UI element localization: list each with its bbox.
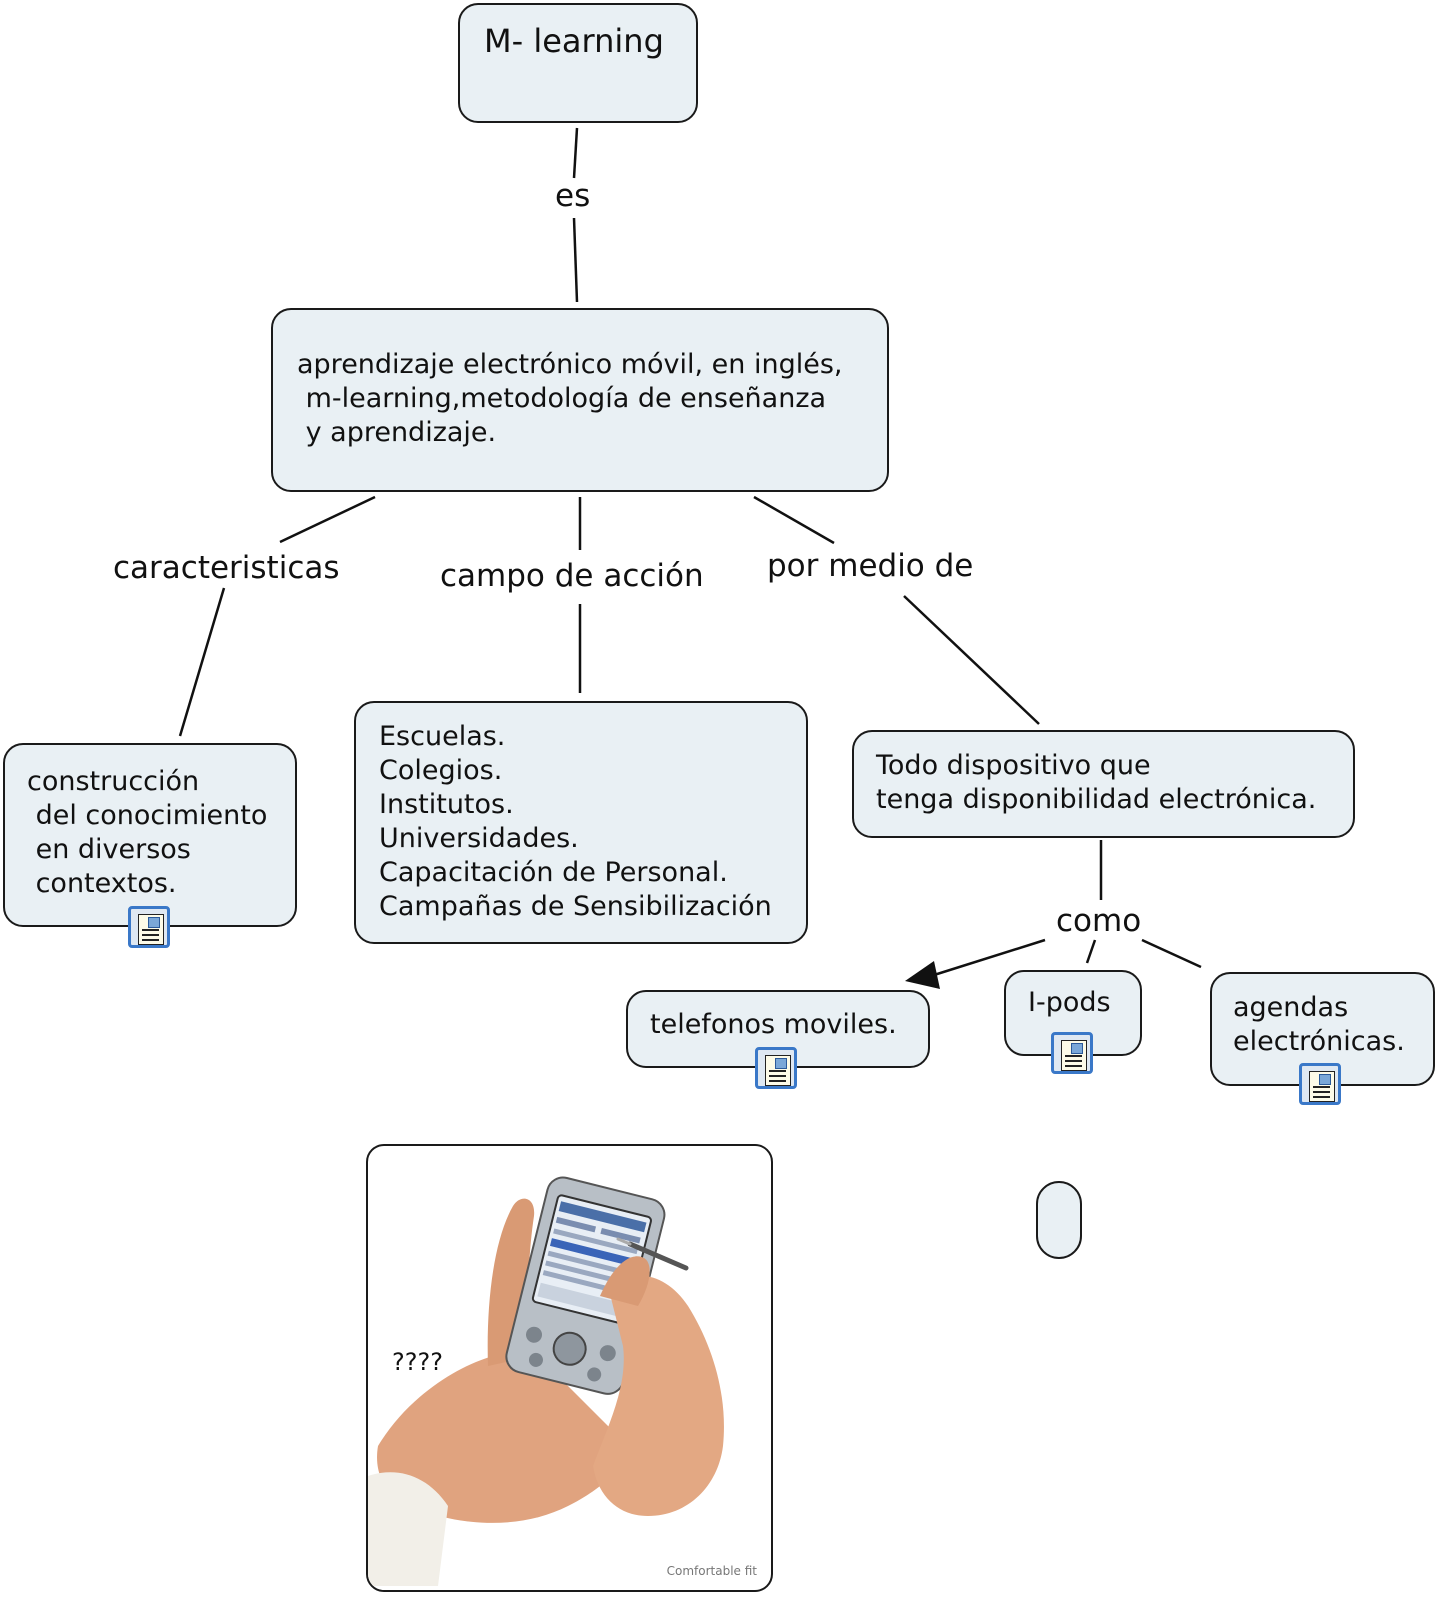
connector-definition-caracteristicas <box>279 495 376 544</box>
ipods-label: I-pods <box>1028 987 1111 1018</box>
connector-es-definition <box>572 217 579 303</box>
link-label-campo-de-accion: campo de acción <box>440 558 704 594</box>
node-construccion[interactable]: construcción del conocimiento en diverso… <box>3 743 297 927</box>
link-label-como: como <box>1056 903 1142 939</box>
definicion-line-3: y aprendizaje. <box>297 417 497 448</box>
telefonos-label: telefonos moviles. <box>650 1009 897 1040</box>
campo-line-5: Capacitación de Personal. <box>379 857 728 888</box>
arrowhead-icon <box>905 961 940 989</box>
resource-document-icon[interactable] <box>1051 1032 1093 1074</box>
link-label-es: es <box>555 178 591 214</box>
definicion-line-1: aprendizaje electrónico móvil, en inglés… <box>297 349 843 380</box>
connector-como-agendas <box>1141 938 1202 969</box>
resource-document-icon[interactable] <box>1299 1063 1341 1105</box>
node-empty[interactable] <box>1036 1181 1082 1259</box>
campo-line-2: Colegios. <box>379 755 503 786</box>
node-dispositivo[interactable]: Todo dispositivo que tenga disponibilida… <box>852 730 1355 838</box>
node-photo-pda[interactable]: ???? Comfortable fit <box>366 1144 773 1592</box>
node-campo-de-accion[interactable]: Escuelas. Colegios. Institutos. Universi… <box>354 701 808 944</box>
photo-credit: Comfortable fit <box>666 1564 757 1578</box>
campo-line-4: Universidades. <box>379 823 579 854</box>
connector-como-ipods <box>1085 939 1097 964</box>
pda-in-hands-image <box>368 1176 724 1586</box>
photo-caption: ???? <box>392 1348 443 1376</box>
node-i-pods[interactable]: I-pods <box>1004 970 1142 1056</box>
construccion-line-1: construcción <box>27 766 200 797</box>
dispositivo-line-2: tenga disponibilidad electrónica. <box>876 784 1317 815</box>
link-label-por-medio-de: por medio de <box>767 548 974 584</box>
campo-line-6: Campañas de Sensibilización <box>379 891 772 922</box>
dispositivo-line-1: Todo dispositivo que <box>876 750 1151 781</box>
connector-caracteristicas-construccion <box>178 587 226 737</box>
node-definicion[interactable]: aprendizaje electrónico móvil, en inglés… <box>271 308 889 492</box>
construccion-line-3: en diversos <box>27 834 191 865</box>
campo-line-1: Escuelas. <box>379 721 506 752</box>
agendas-line-2: electrónicas. <box>1233 1026 1405 1057</box>
node-m-learning-label: M- learning <box>484 22 664 60</box>
definicion-line-2: m-learning,metodología de enseñanza <box>297 383 827 414</box>
resource-document-icon[interactable] <box>755 1047 797 1089</box>
node-m-learning[interactable]: M- learning <box>458 3 698 123</box>
node-telefonos-moviles[interactable]: telefonos moviles. <box>626 990 930 1068</box>
connector-root-es <box>572 127 579 179</box>
agendas-line-1: agendas <box>1233 992 1349 1023</box>
construccion-line-2: del conocimiento <box>27 800 268 831</box>
connector-como-telefonos <box>933 938 1046 977</box>
campo-line-3: Institutos. <box>379 789 514 820</box>
construccion-line-4: contextos. <box>27 868 177 899</box>
resource-document-icon[interactable] <box>128 906 170 948</box>
link-label-caracteristicas: caracteristicas <box>113 550 340 586</box>
connector-pormedio-dispositivo <box>903 595 1040 725</box>
connector-definition-pormedio <box>753 495 835 545</box>
